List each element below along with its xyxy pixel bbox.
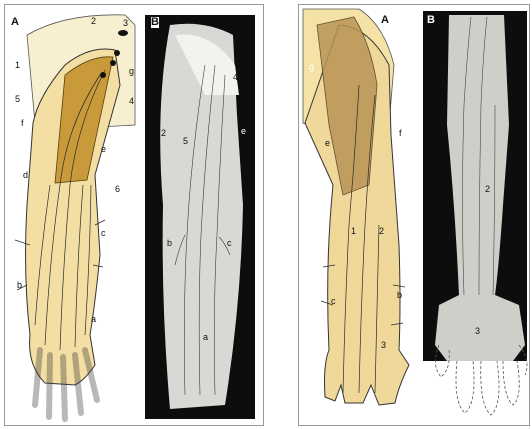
right-label-3: 3 bbox=[381, 341, 386, 350]
left-label-e: e bbox=[101, 145, 106, 154]
left-label-5: 5 bbox=[15, 95, 20, 104]
right-label-2: 2 bbox=[379, 227, 384, 236]
left-label-c: c bbox=[101, 229, 106, 238]
left-label-a: a bbox=[91, 315, 96, 324]
left-label-4: 4 bbox=[129, 97, 134, 106]
left-label-1: 1 bbox=[15, 61, 20, 70]
left-photo-label-b: b bbox=[167, 239, 172, 248]
right-label-c: c bbox=[331, 297, 336, 306]
left-label-f: f bbox=[21, 119, 24, 128]
right-label-f: f bbox=[399, 129, 402, 138]
left-photo-label-e: e bbox=[241, 127, 246, 136]
right-photo-label-2: 2 bbox=[485, 185, 490, 194]
left-panel-b-letter: B bbox=[151, 17, 159, 28]
left-panel-a-letter: A bbox=[11, 17, 19, 28]
left-photo-label-4: 4 bbox=[233, 73, 238, 82]
right-label-e: e bbox=[325, 139, 330, 148]
left-photo-label-2: 2 bbox=[161, 129, 166, 138]
left-figure: A B 1 2 3 g 4 5 f e d 6 c b a 4 2 5 e b … bbox=[4, 4, 264, 426]
left-label-2: 2 bbox=[91, 17, 96, 26]
left-photo-label-a: a bbox=[203, 333, 208, 342]
left-photo-label-5: 5 bbox=[183, 137, 188, 146]
left-label-b: b bbox=[17, 281, 22, 290]
right-label-1: 1 bbox=[351, 227, 356, 236]
right-panel-a-letter: A bbox=[381, 15, 389, 26]
left-label-g: g bbox=[129, 67, 134, 76]
left-label-d: d bbox=[23, 171, 28, 180]
right-panel-b-letter: B bbox=[427, 15, 435, 26]
right-photo-label-3: 3 bbox=[475, 327, 480, 336]
right-label-b: b bbox=[397, 291, 402, 300]
right-label-g: g bbox=[309, 63, 314, 72]
right-illustration bbox=[299, 5, 529, 425]
left-photo-label-c: c bbox=[227, 239, 232, 248]
left-label-3: 3 bbox=[123, 19, 128, 28]
left-label-6: 6 bbox=[115, 185, 120, 194]
right-figure: A B g e f 1 2 c b 3 2 3 bbox=[298, 4, 530, 426]
